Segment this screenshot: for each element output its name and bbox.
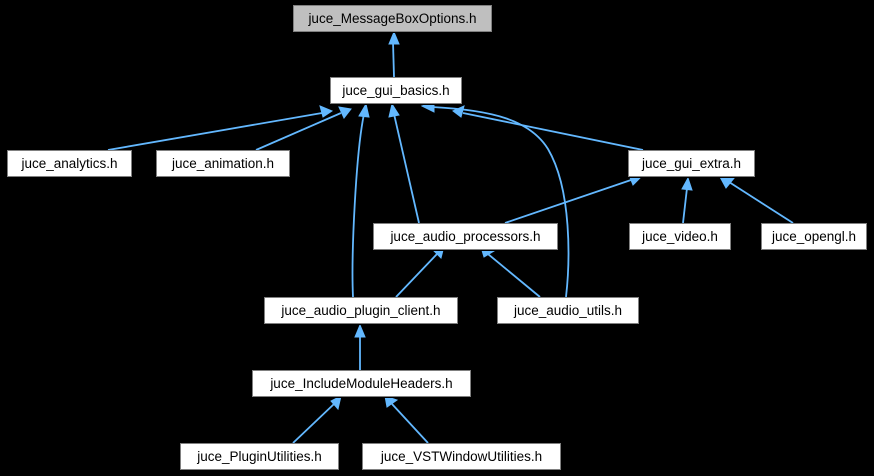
edge-line — [107, 112, 323, 151]
graph-node-animation[interactable]: juce_animation.h — [156, 150, 290, 177]
graph-node-label: juce_MessageBoxOptions.h — [308, 10, 477, 26]
graph-node-gui_extra[interactable]: juce_gui_extra.h — [628, 150, 755, 177]
graph-node-label: juce_audio_plugin_client.h — [281, 302, 441, 318]
graph-node-label: juce_PluginUtilities.h — [197, 448, 322, 464]
graph-node-label: juce_gui_basics.h — [342, 82, 450, 98]
graph-node-video[interactable]: juce_video.h — [629, 223, 731, 250]
graph-node-label: juce_audio_utils.h — [513, 302, 623, 318]
edge-arrowhead-icon — [719, 176, 737, 189]
edge-arrowhead-icon — [420, 101, 435, 113]
graph-node-msgbox[interactable]: juce_MessageBoxOptions.h — [293, 5, 492, 32]
graph-node-audio_utils[interactable]: juce_audio_utils.h — [497, 297, 639, 324]
graph-node-label: juce_VSTWindowUtilities.h — [380, 448, 543, 464]
edge-line — [682, 187, 688, 224]
graph-node-label: juce_analytics.h — [21, 155, 118, 171]
edge-line — [391, 403, 429, 444]
graph-node-vst_win_utils[interactable]: juce_VSTWindowUtilities.h — [362, 443, 561, 470]
graph-node-label: juce_video.h — [642, 228, 718, 244]
graph-node-label: juce_animation.h — [171, 155, 275, 171]
edge-arrowhead-icon — [330, 395, 342, 411]
edge-line — [462, 112, 644, 151]
edge-arrowhead-icon — [681, 176, 693, 191]
graph-edge-plugin_client-to-audio_proc — [395, 245, 445, 298]
graph-edge-audio_utils-to-audio_proc — [480, 246, 541, 298]
graph-node-plugin_client[interactable]: juce_audio_plugin_client.h — [264, 297, 458, 324]
edge-arrowhead-icon — [452, 105, 465, 118]
graph-node-label: juce_IncludeModuleHeaders.h — [270, 375, 453, 391]
edge-line — [255, 112, 342, 151]
edge-line — [728, 181, 794, 224]
edge-line — [392, 41, 395, 78]
edge-arrowhead-icon — [388, 30, 400, 45]
graph-node-opengl[interactable]: juce_opengl.h — [761, 223, 867, 250]
edge-arrowhead-icon — [338, 106, 352, 119]
graph-edge-audio_proc-to-gui_extra — [504, 174, 643, 224]
graph-node-audio_proc[interactable]: juce_audio_processors.h — [373, 223, 558, 250]
graph-edge-plugin_client-to-gui_basics — [351, 102, 370, 298]
edge-arrowhead-icon — [354, 323, 366, 338]
graph-node-gui_basics[interactable]: juce_gui_basics.h — [330, 77, 462, 104]
graph-edge-audio_proc-to-gui_basics — [388, 102, 420, 224]
edge-line — [395, 253, 438, 298]
graph-edge-vst_win_utils-to-include_mod — [384, 395, 429, 444]
graph-node-label: juce_opengl.h — [771, 228, 857, 244]
graph-edge-video-to-gui_extra — [681, 176, 693, 224]
edge-line — [487, 253, 541, 298]
graph-edge-audio_utils-to-gui_basics — [420, 101, 570, 298]
edge-line — [431, 106, 570, 298]
graph-edge-plugin_utils-to-include_mod — [292, 395, 342, 444]
graph-edge-analytics-to-gui_basics — [107, 105, 334, 151]
graph-edge-include_mod-to-plugin_client — [354, 323, 366, 370]
graph-edge-gui_basics-to-msgbox — [388, 30, 400, 78]
edge-arrowhead-icon — [388, 102, 400, 118]
edge-line — [393, 113, 420, 224]
edge-line — [504, 179, 632, 224]
edge-line — [351, 113, 365, 298]
graph-edge-animation-to-gui_basics — [255, 106, 352, 151]
edge-arrowhead-icon — [358, 102, 370, 118]
graph-node-include_mod[interactable]: juce_IncludeModuleHeaders.h — [252, 370, 471, 397]
edge-arrowhead-icon — [319, 105, 334, 118]
graph-node-label: juce_audio_processors.h — [390, 228, 541, 244]
edge-arrowhead-icon — [384, 395, 399, 408]
edge-line — [292, 403, 335, 444]
graph-node-label: juce_gui_extra.h — [641, 155, 742, 171]
graph-edge-opengl-to-gui_extra — [719, 176, 794, 224]
graph-node-plugin_utils[interactable]: juce_PluginUtilities.h — [180, 443, 339, 470]
graph-node-analytics[interactable]: juce_analytics.h — [7, 150, 132, 177]
